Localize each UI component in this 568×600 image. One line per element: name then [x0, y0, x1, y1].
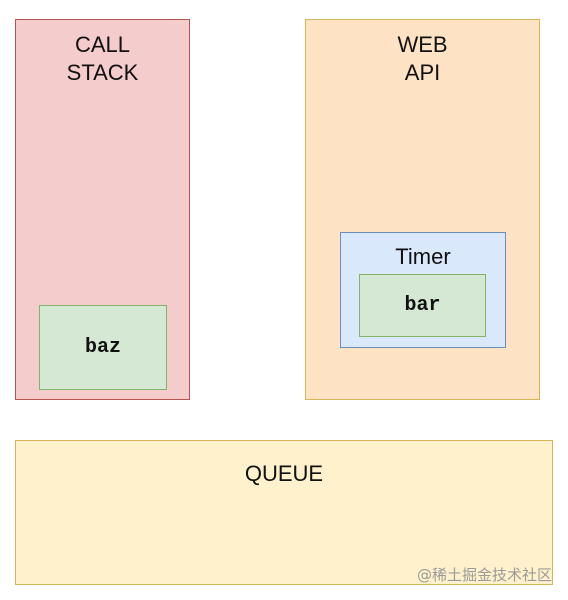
bar-function-box: bar — [359, 274, 486, 337]
timer-title: Timer — [395, 244, 451, 269]
queue-title: QUEUE — [244, 461, 324, 486]
baz-function-box: baz — [39, 305, 167, 390]
watermark: @稀土掘金技术社区 — [416, 566, 552, 584]
queue-box: QUEUE — [15, 440, 553, 585]
baz-function-label: baz — [84, 336, 121, 359]
web-api-title: WEB API — [397, 32, 448, 85]
call-stack-title: CALL STACK — [66, 32, 139, 85]
bar-function-label: bar — [404, 294, 441, 317]
